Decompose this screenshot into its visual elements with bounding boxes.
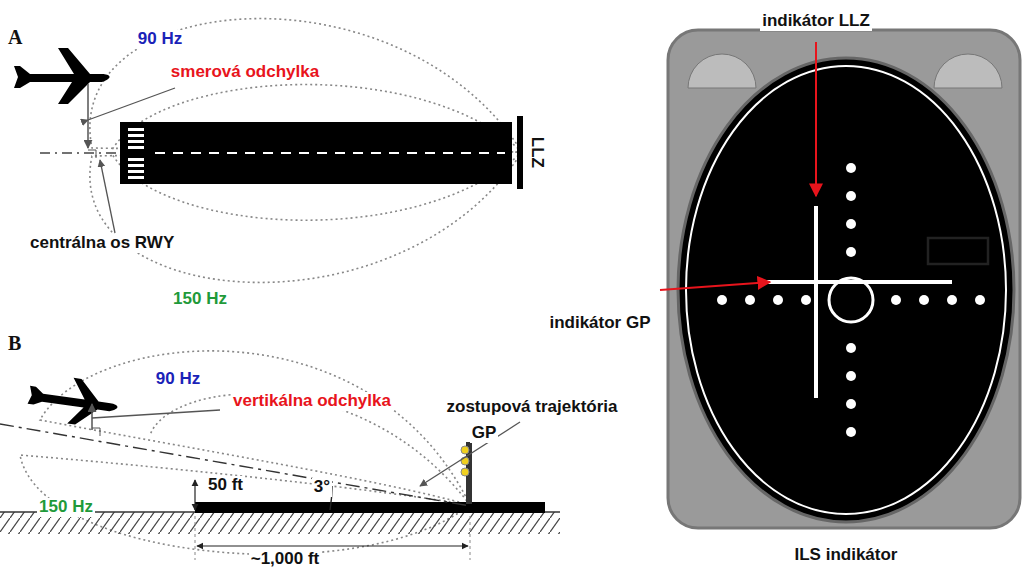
airplane-b [26, 372, 121, 430]
axis-label: centrálna os RWY [28, 234, 176, 253]
path-label: zostupová trajektória [445, 398, 620, 417]
leader-line [88, 88, 175, 120]
extension-line [195, 516, 196, 560]
centerline-extension [40, 152, 118, 153]
callout-arrow [815, 42, 817, 196]
signal-frequency: 150 Hz [37, 498, 95, 517]
signal-frequency: 90 Hz [154, 370, 202, 389]
angle-label: 3° [312, 478, 332, 497]
callout-label: indikátor GP [547, 314, 652, 333]
leader-line [92, 410, 220, 418]
airplane-a [14, 48, 110, 104]
deviation-arrow [87, 84, 89, 148]
callout-arrow [660, 282, 770, 290]
antenna-label: LLZ [528, 134, 547, 169]
caption-label: ILS indikátor [793, 546, 900, 565]
dimension-label: 50 ft [206, 476, 245, 495]
leader-line [420, 422, 520, 486]
glide-path-line [0, 424, 470, 506]
callout-label: indikátor LLZ [760, 12, 872, 31]
antenna-label: GP [470, 424, 499, 443]
panel-letter: A [6, 26, 24, 48]
right-angle-mark [92, 428, 100, 436]
ils-instrument [668, 30, 1020, 528]
runway-a [120, 116, 523, 189]
extension-line [470, 516, 471, 560]
deviation-label: smerová odchylka [169, 63, 321, 82]
glide-path-antenna [461, 442, 472, 504]
deviation-arrow [91, 404, 93, 430]
distance-dimension [197, 545, 468, 546]
right-angle-mark [88, 150, 96, 158]
runway-b [195, 502, 545, 513]
height-dimension [194, 480, 195, 510]
panel-letter: B [6, 332, 23, 354]
leader-line [100, 160, 115, 233]
deviation-label: vertikálna odchylka [231, 392, 393, 411]
signal-frequency: 150 Hz [171, 290, 229, 309]
signal-frequency: 90 Hz [136, 30, 184, 49]
dimension-label: ~1,000 ft [249, 550, 322, 569]
